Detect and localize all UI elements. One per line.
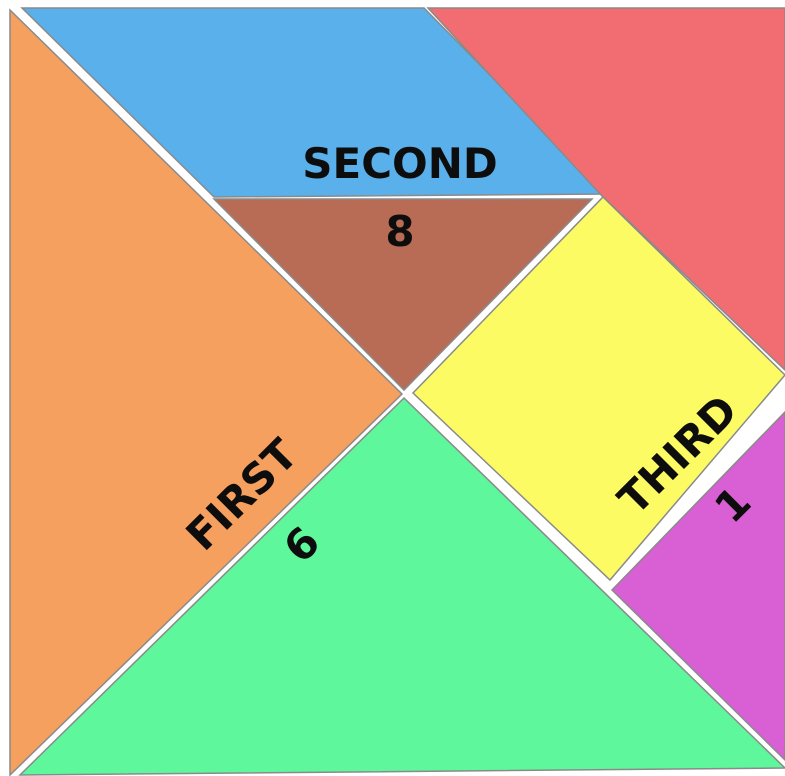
label-second-word: SECOND <box>302 139 497 188</box>
label-second-number: 8 <box>385 207 414 256</box>
